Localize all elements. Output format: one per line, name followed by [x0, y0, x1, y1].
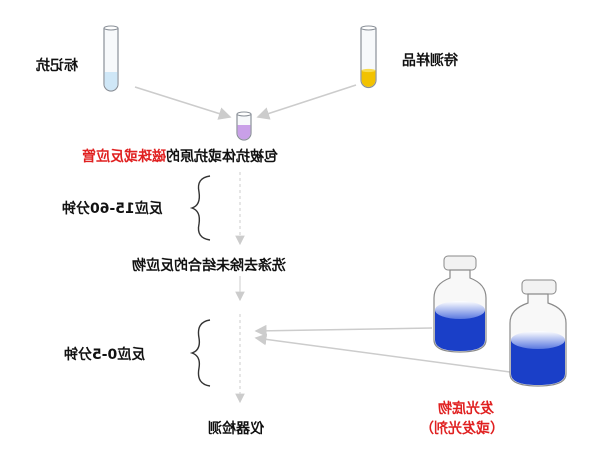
label-reaction-time-2: 反应0-5分钟: [64, 347, 146, 363]
label-substrate-line2: （或发光剂）: [420, 421, 504, 437]
arrow-from-labeled-antibody: [134, 86, 232, 120]
arrow-from-sample: [256, 84, 357, 120]
label-labeled-antibody: 标记抗: [36, 58, 78, 74]
label-coated-red: 磁珠或反应管: [82, 149, 166, 165]
label-instrument-detection: 仪器检测: [208, 421, 264, 437]
label-sample: 待测样品: [402, 53, 458, 69]
label-coated-prefix: 包被抗体或抗原的: [166, 149, 278, 165]
sample-tube: [360, 25, 377, 89]
label-coated-carrier: 包被抗体或抗原的磁珠或反应管: [82, 146, 278, 166]
substrate-bottle-1: [433, 255, 487, 353]
substrate-bottle-2: [509, 279, 567, 387]
arrow-from-substrate-bottle-2: [254, 333, 518, 374]
label-wash-step: 洗涤去除未结合的反应物: [132, 258, 286, 274]
arrow-from-substrate-bottle-1: [254, 324, 433, 337]
brace-reaction-2: [189, 319, 211, 387]
labeled-antibody-tube: [103, 25, 119, 92]
label-substrate-line1: 发光底物: [438, 401, 494, 417]
brace-reaction-1: [189, 175, 211, 241]
label-reaction-time-1: 反应15-60分钟: [62, 201, 163, 217]
coated-reaction-tube: [236, 111, 252, 141]
